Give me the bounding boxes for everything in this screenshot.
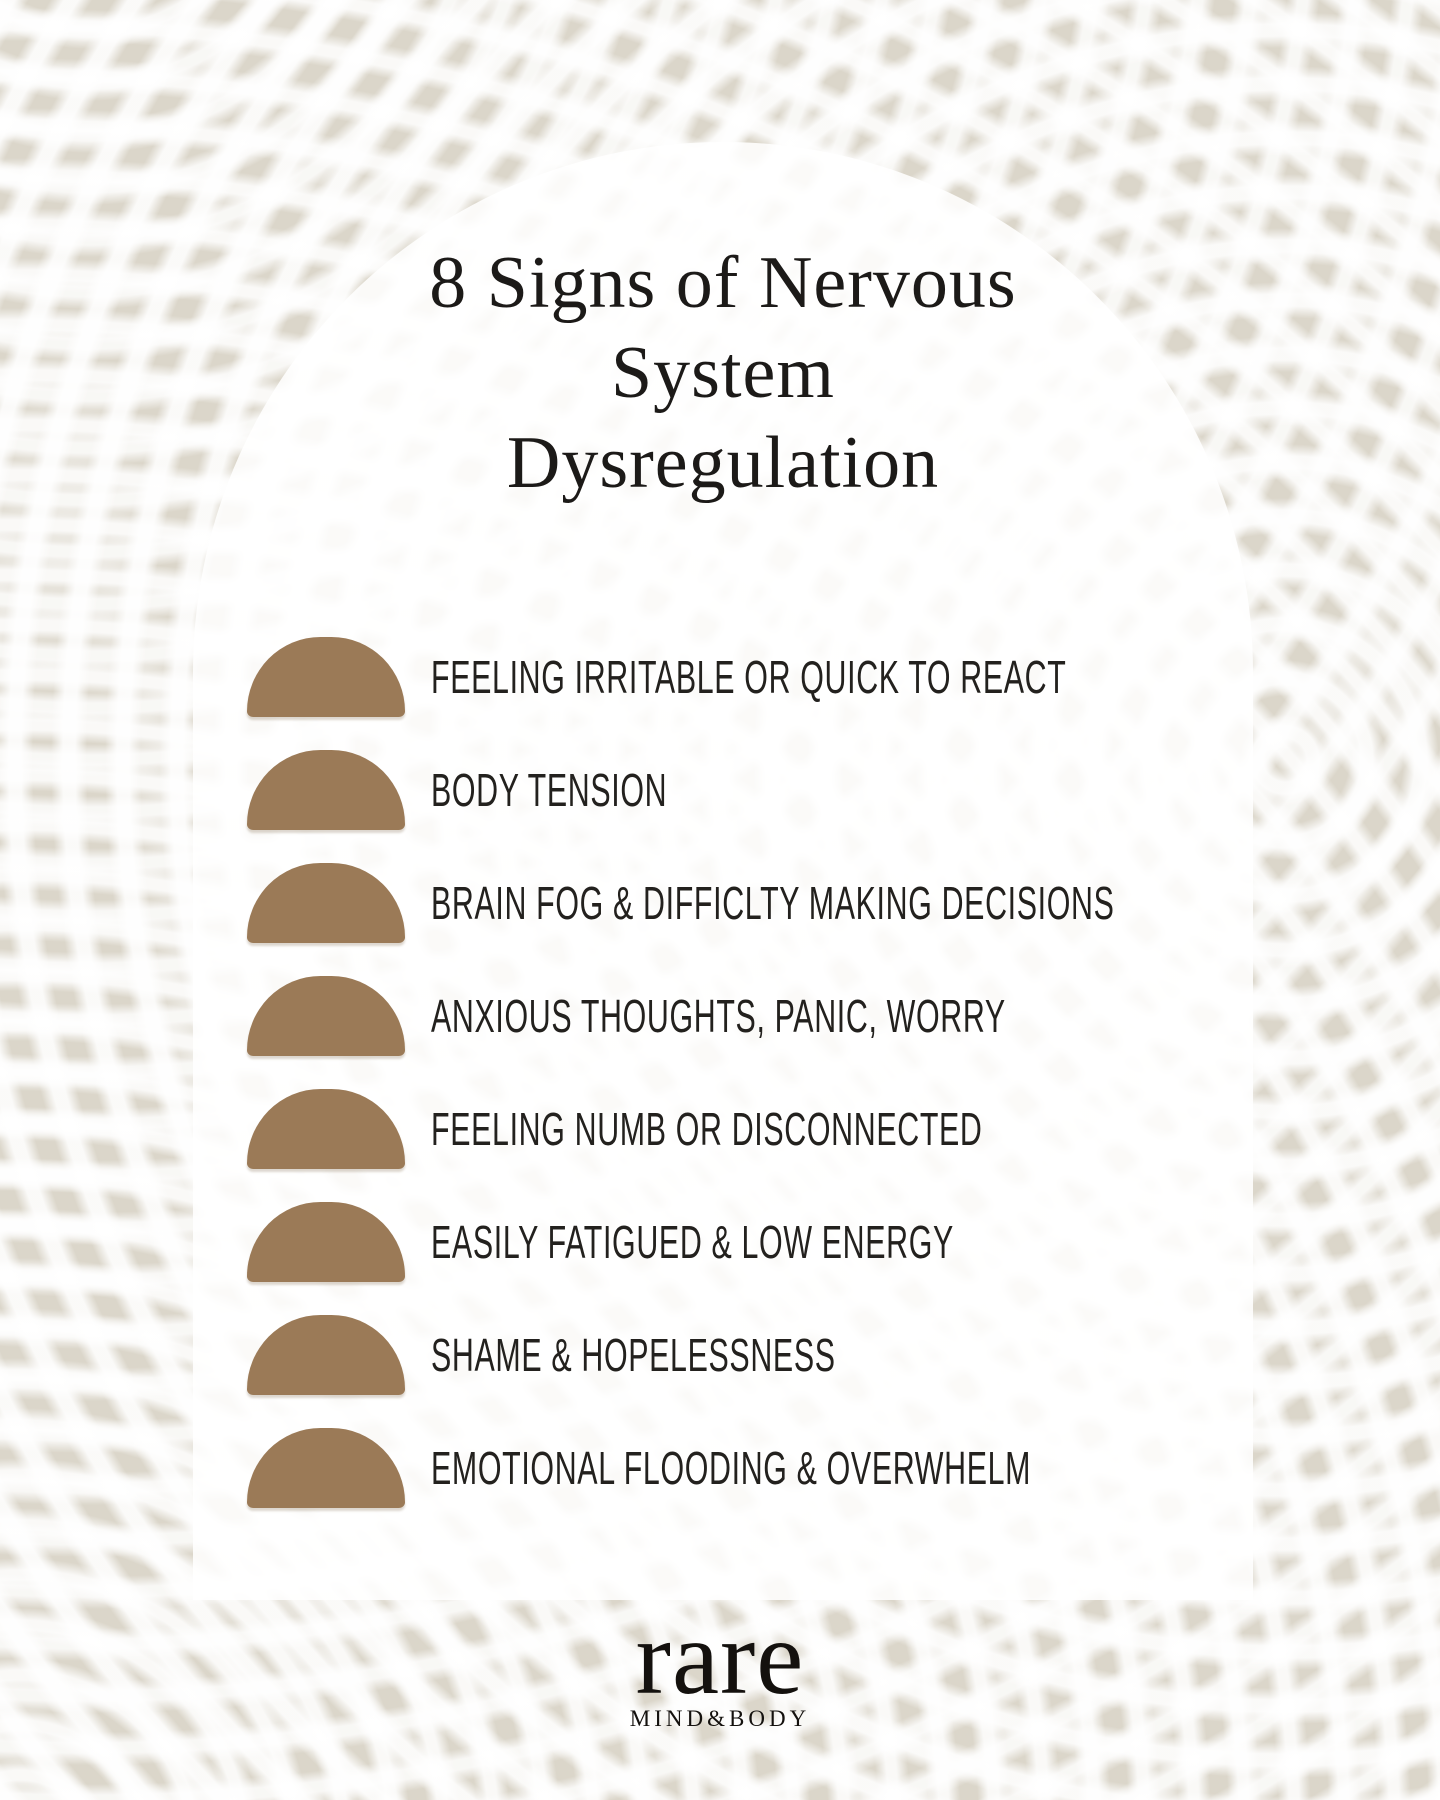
item-label: FEELING NUMB OR DISCONNECTED (431, 1102, 983, 1155)
list-item: ANXIOUS THOUGHTS, PANIC, WORRY (247, 959, 1233, 1072)
item-label: EMOTIONAL FLOODING & OVERWHELM (431, 1441, 1032, 1494)
list-item: FEELING IRRITABLE OR QUICK TO REACT (247, 620, 1233, 733)
arch-dome-bullet-icon (247, 862, 405, 943)
list-item: EMOTIONAL FLOODING & OVERWHELM (247, 1411, 1233, 1524)
item-label: EASILY FATIGUED & LOW ENERGY (431, 1215, 954, 1268)
arch-dome-bullet-icon (247, 1427, 405, 1508)
title-line-1: 8 Signs of Nervous (429, 242, 1017, 324)
title-line-3: Dysregulation (506, 422, 940, 504)
item-label: BRAIN FOG & DIFFICLTY MAKING DECISIONS (431, 876, 1115, 929)
brand-tagline: MIND&BODY (629, 1706, 811, 1731)
arch-panel: 8 Signs of Nervous System Dysregulation … (193, 142, 1253, 1600)
list-item: SHAME & HOPELESSNESS (247, 1298, 1233, 1411)
item-label: BODY TENSION (431, 763, 668, 816)
arch-dome-bullet-icon (247, 1201, 405, 1282)
item-label: SHAME & HOPELESSNESS (431, 1328, 836, 1381)
arch-dome-bullet-icon (247, 749, 405, 830)
list-item: EASILY FATIGUED & LOW ENERGY (247, 1185, 1233, 1298)
title-line-2: System (611, 332, 835, 414)
list-item: BRAIN FOG & DIFFICLTY MAKING DECISIONS (247, 846, 1233, 959)
list-item: BODY TENSION (247, 733, 1233, 846)
signs-list: FEELING IRRITABLE OR QUICK TO REACT BODY… (247, 620, 1233, 1524)
item-label: ANXIOUS THOUGHTS, PANIC, WORRY (431, 989, 1006, 1042)
brand-logo: rare MIND&BODY (0, 1599, 1440, 1732)
item-label: FEELING IRRITABLE OR QUICK TO REACT (431, 650, 1067, 703)
arch-dome-bullet-icon (247, 636, 405, 717)
brand-name: rare (635, 1599, 805, 1716)
arch-dome-bullet-icon (247, 1088, 405, 1169)
arch-dome-bullet-icon (247, 975, 405, 1056)
page-title: 8 Signs of Nervous System Dysregulation (193, 142, 1253, 508)
list-item: FEELING NUMB OR DISCONNECTED (247, 1072, 1233, 1185)
arch-dome-bullet-icon (247, 1314, 405, 1395)
